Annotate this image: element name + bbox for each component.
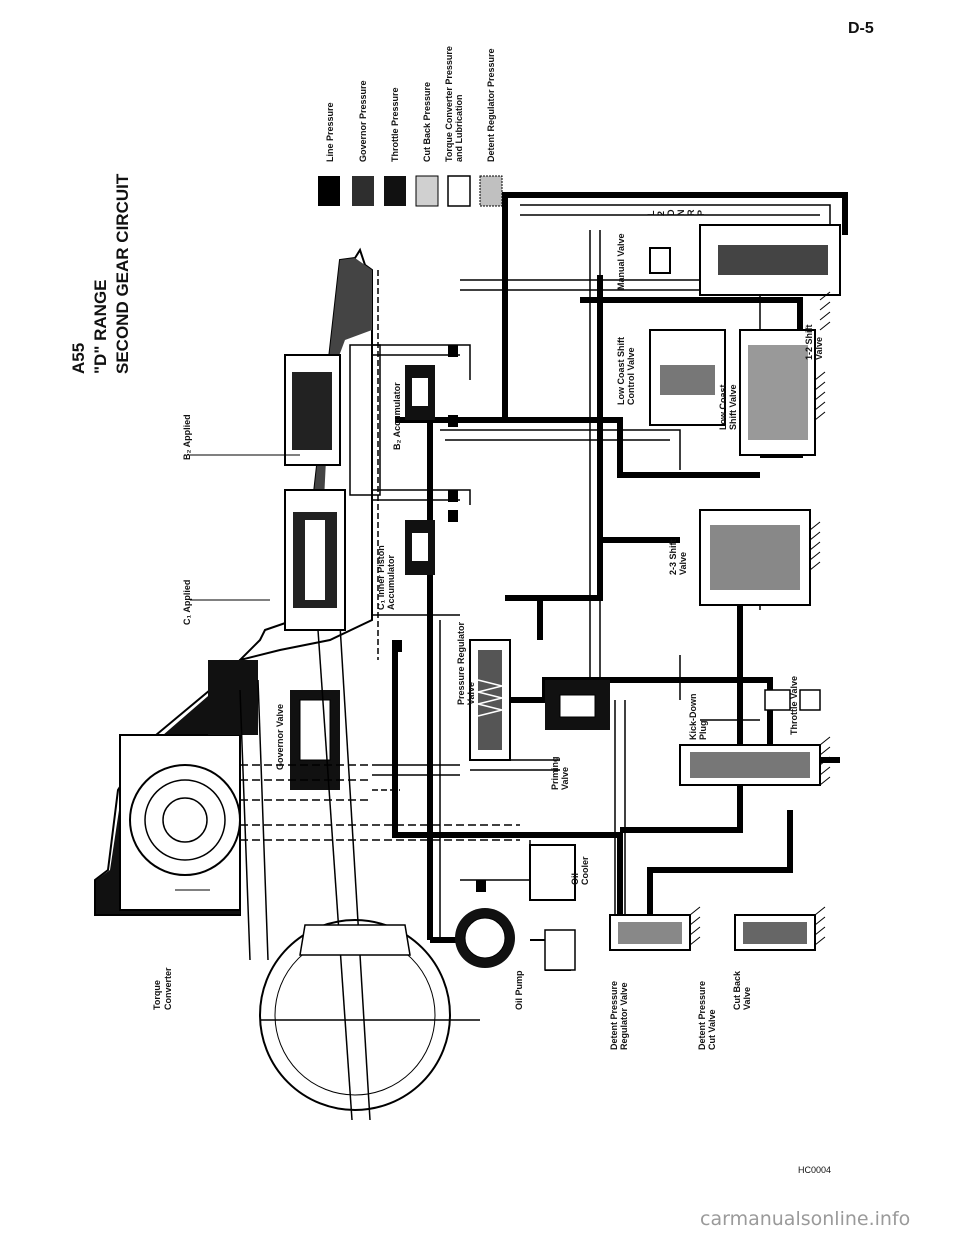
legend-label-converter-2: and Lubrication [454, 95, 464, 163]
diagram-title: A55 "D" RANGE SECOND GEAR CIRCUIT [69, 173, 132, 374]
label-pressure-regulator-1: Pressure Regulator [456, 621, 466, 705]
clutch-packs [284, 344, 381, 631]
label-c1-accumulator-2: Accumulator [386, 554, 396, 610]
label-pos-2: 2 [656, 211, 666, 216]
oil-pump-gear [259, 919, 451, 1111]
shaft-lines [239, 270, 480, 1121]
legend-label-throttle: Throttle Pressure [390, 87, 400, 162]
title-line-1: A55 [69, 343, 88, 374]
label-12-shift-2: Valve [814, 337, 824, 360]
label-detent-cut-1: Detent Pressure [697, 981, 707, 1050]
legend-label-detent: Detent Regulator Pressure [486, 48, 496, 162]
label-pressure-regulator-2: Valve [466, 682, 476, 705]
label-oil-pump: Oil Pump [514, 970, 524, 1010]
label-detent-regulator-2: Regulator Valve [619, 982, 629, 1050]
label-23-shift-1: 2-3 Shift [668, 539, 678, 575]
label-low-coast-shift-1: Low Coast [718, 384, 728, 430]
label-detent-cut-2: Cut Valve [707, 1009, 717, 1050]
legend-swatch-converter [447, 175, 471, 207]
legend-swatch-throttle [384, 176, 406, 206]
component-labels: Torque Converter Oil Pump Governor Valve… [152, 209, 824, 1050]
legend-swatch-cutback [415, 175, 439, 207]
label-pos-L: L [646, 210, 656, 216]
label-low-coast-shift-2: Shift Valve [728, 384, 738, 430]
label-12-shift-1: 1-2 Shift [804, 324, 814, 360]
label-priming-valve-2: Valve [560, 767, 570, 790]
label-torque-converter-2: Converter [163, 967, 173, 1010]
label-pos-N: N [676, 210, 686, 217]
label-23-shift-2: Valve [678, 552, 688, 575]
label-low-coast-control-2: Control Valve [626, 347, 636, 405]
watermark: carmanualsonline.info [700, 1208, 911, 1230]
label-cut-back-1: Cut Back [732, 970, 742, 1010]
label-governor-valve: Governor Valve [275, 704, 285, 770]
label-oil-cooler-1: Oil [570, 873, 580, 885]
legend-label-governor: Governor Pressure [358, 80, 368, 162]
title-line-2: "D" RANGE [91, 279, 110, 374]
label-pos-P: P [696, 210, 706, 216]
leader-lines [175, 454, 300, 891]
label-detent-regulator-1: Detent Pressure [609, 981, 619, 1050]
label-pos-R: R [686, 209, 696, 216]
label-pos-D: D [666, 209, 676, 216]
label-kick-down-1: Kick-Down [688, 693, 698, 740]
label-b2-applied: B₂ Applied [182, 414, 192, 460]
label-torque-converter-1: Torque [152, 980, 162, 1010]
label-c1-accumulator-1: C₁ Inner Piston [376, 545, 386, 610]
legend-swatch-detent [479, 175, 503, 207]
spring-hatches [689, 291, 831, 946]
label-c1-applied: C₁ Applied [182, 580, 192, 625]
valve-bodies [392, 224, 841, 971]
label-manual-valve: Manual Valve [616, 233, 626, 290]
label-low-coast-control-1: Low Coast Shift [616, 337, 626, 405]
legend-swatch-governor [352, 176, 374, 206]
label-kick-down-2: Plug [698, 721, 708, 741]
label-cut-back-2: Valve [742, 987, 752, 1010]
legend: Line Pressure Governor Pressure Throttle… [318, 46, 503, 207]
label-b2-accumulator: B₂ Accumulator [392, 382, 402, 450]
transmission-case [94, 247, 373, 916]
label-priming-valve-1: Priming [550, 756, 560, 790]
legend-swatch-line [318, 176, 340, 206]
figure-code: HC0004 [798, 1165, 832, 1175]
page-number: D-5 [848, 20, 874, 37]
legend-label-line: Line Pressure [325, 102, 335, 162]
label-oil-cooler-2: Cooler [580, 856, 590, 885]
legend-label-converter: Torque Converter Pressure [444, 46, 454, 162]
legend-label-cutback: Cut Back Pressure [422, 82, 432, 162]
title-line-3: SECOND GEAR CIRCUIT [113, 173, 132, 374]
label-throttle-valve: Throttle Valve [789, 676, 799, 735]
